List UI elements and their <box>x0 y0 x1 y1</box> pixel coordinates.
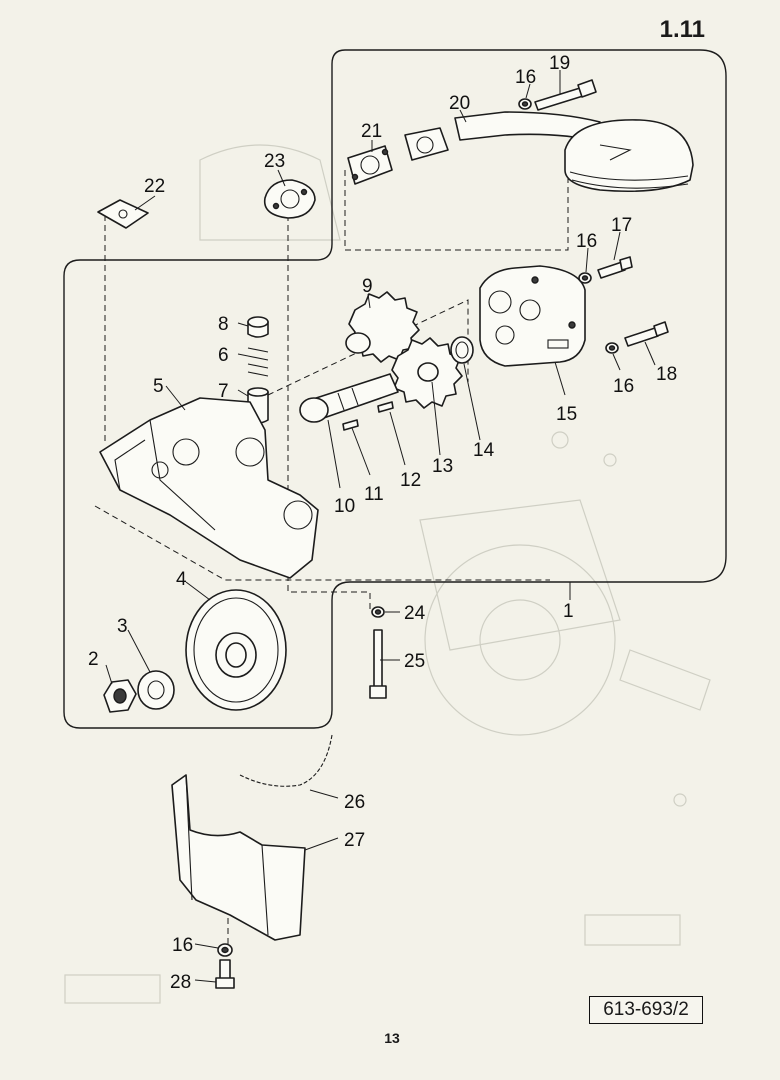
callout-9: 9 <box>362 276 373 297</box>
shaft-10 <box>299 373 399 431</box>
drawing-number: 613-693/2 <box>603 999 689 1020</box>
gaskets-22-23 <box>97 179 316 229</box>
callout-27: 27 <box>344 830 365 851</box>
assembly-frames <box>63 49 727 729</box>
section-number-text: 1.11 <box>659 16 705 43</box>
callout-15: 15 <box>556 404 577 425</box>
callout-3: 3 <box>117 616 128 637</box>
callout-4: 4 <box>176 569 187 590</box>
bolt-28 <box>215 943 235 989</box>
section-number: 1.11 <box>660 16 705 44</box>
oil-strainer-pipe <box>404 111 694 193</box>
page-number: 13 <box>384 1030 400 1046</box>
callout-1: 1 <box>563 601 574 622</box>
sprocket-4 <box>185 589 287 711</box>
drawing-number-box: 613-693/2 <box>589 996 703 1024</box>
callout-13: 13 <box>432 456 453 477</box>
nut-and-washer <box>103 670 175 713</box>
pump-cover-15 <box>479 265 586 367</box>
show-through-ghost <box>64 144 711 1004</box>
chain-guard-27 <box>171 774 306 941</box>
callout-labels: 1 2 3 4 5 6 7 8 9 10 11 12 13 14 15 16 1… <box>88 53 677 993</box>
callout-7: 7 <box>218 381 229 402</box>
callout-16-right-lower: 16 <box>613 376 634 397</box>
gear-13 <box>391 337 463 409</box>
callout-12: 12 <box>400 470 421 491</box>
callout-28: 28 <box>170 972 191 993</box>
chain-26 <box>239 734 333 787</box>
leader-lines <box>105 70 656 983</box>
callout-26: 26 <box>344 792 365 813</box>
callout-10: 10 <box>334 496 355 517</box>
callout-17: 17 <box>611 215 632 236</box>
callout-5: 5 <box>153 376 164 397</box>
relief-valve-parts <box>247 316 269 424</box>
callout-8: 8 <box>218 314 229 335</box>
callout-19: 19 <box>549 53 570 74</box>
gear-9 <box>345 291 420 363</box>
o-ring-14 <box>450 336 474 364</box>
callout-24: 24 <box>404 603 426 624</box>
bolt-19 <box>518 79 597 111</box>
callout-16-bottom: 16 <box>172 935 193 956</box>
callout-25: 25 <box>404 651 425 672</box>
callout-16-top: 16 <box>515 67 536 88</box>
callout-21: 21 <box>361 121 382 142</box>
callout-14: 14 <box>473 440 495 461</box>
callout-23: 23 <box>264 151 285 172</box>
pump-housing-5 <box>99 397 319 579</box>
callout-16-right-upper: 16 <box>576 231 597 252</box>
callout-11: 11 <box>364 484 384 505</box>
bolts-17-18 <box>578 256 669 354</box>
callout-20: 20 <box>449 93 470 114</box>
callout-22: 22 <box>144 176 165 197</box>
callout-18: 18 <box>656 364 677 385</box>
callout-6: 6 <box>218 345 229 366</box>
bolt-24-25 <box>369 606 387 699</box>
upper-frame <box>63 49 727 729</box>
callout-2: 2 <box>88 649 99 670</box>
gasket-21 <box>347 145 393 185</box>
